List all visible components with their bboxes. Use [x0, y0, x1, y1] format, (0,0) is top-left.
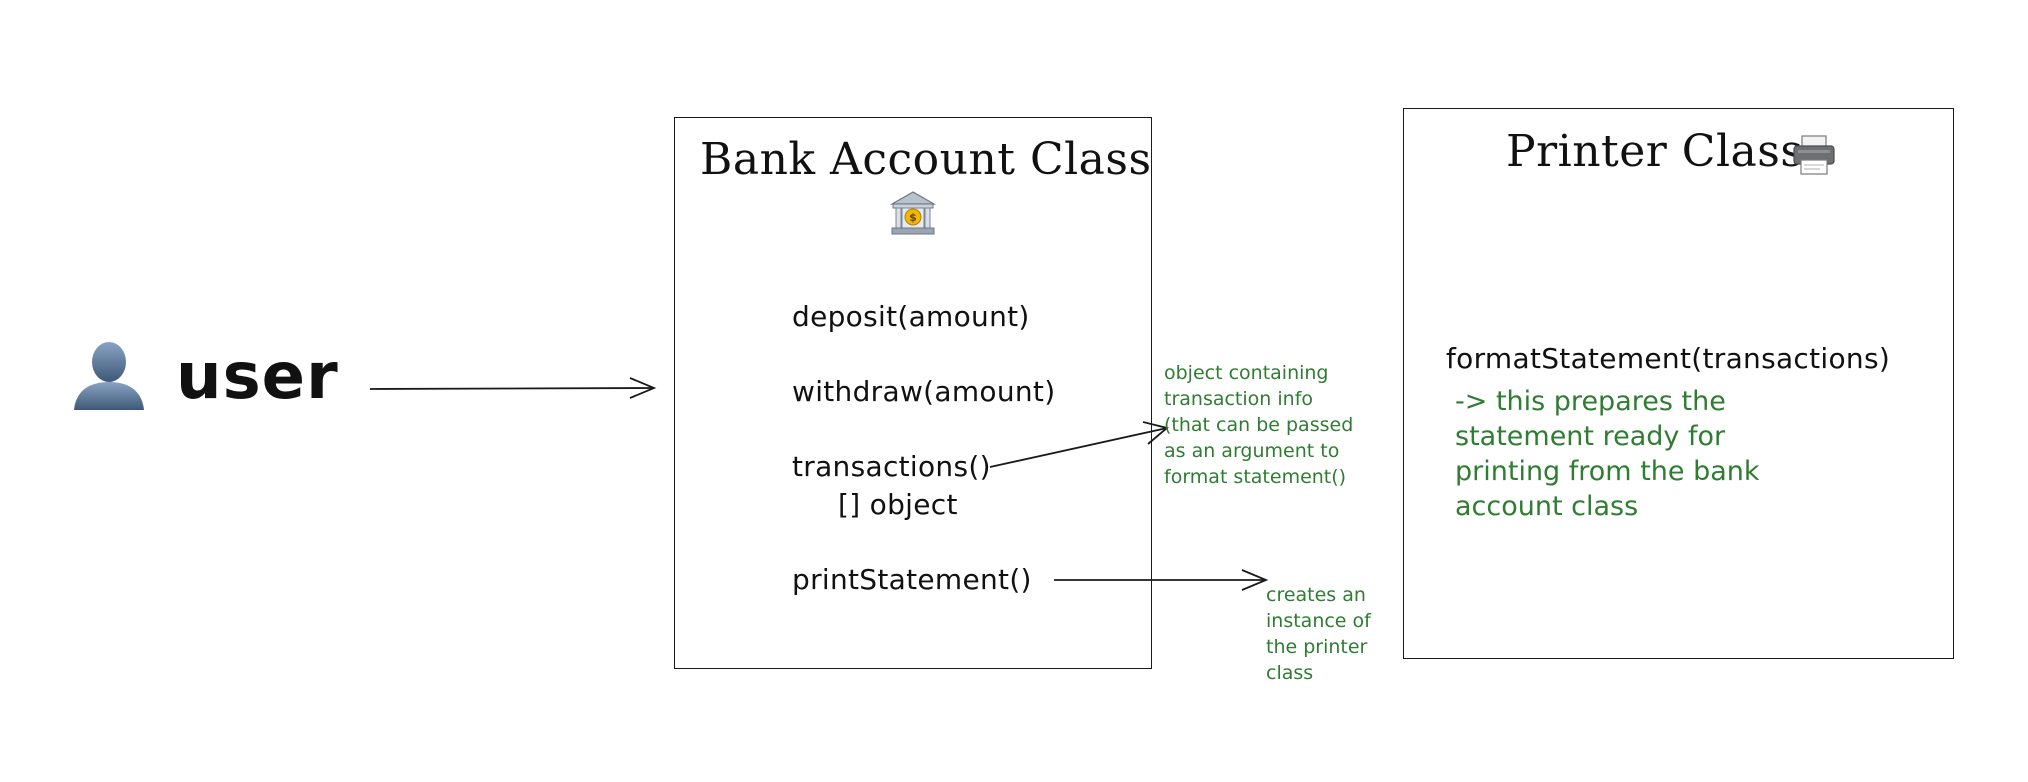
format-statement-description: -> this prepares the statement ready for…	[1455, 386, 1760, 522]
print-statement-arrow	[1054, 569, 1269, 591]
transactions-method: transactions()	[792, 450, 991, 483]
deposit-method: deposit(amount)	[792, 300, 1030, 333]
printer-icon	[1792, 134, 1836, 176]
bank-building-icon: $	[889, 190, 937, 236]
transactions-note: object containing transaction info (that…	[1164, 362, 1354, 488]
print-statement-note: creates an instance of the printer class	[1266, 584, 1371, 684]
printer-class-box	[1403, 108, 1954, 659]
bank-account-class-box	[674, 117, 1152, 669]
svg-text:$: $	[909, 211, 917, 224]
user-to-bank-arrow	[369, 377, 657, 399]
bank-account-title: Bank Account Class	[700, 134, 1152, 185]
user-silhouette-icon	[72, 338, 146, 412]
transactions-object-label: [] object	[838, 488, 958, 521]
print-statement-method: printStatement()	[792, 563, 1032, 596]
format-statement-method: formatStatement(transactions)	[1446, 342, 1891, 375]
printer-class-title: Printer Class	[1506, 126, 1804, 177]
withdraw-method: withdraw(amount)	[792, 375, 1056, 408]
user-label: user	[176, 340, 339, 414]
